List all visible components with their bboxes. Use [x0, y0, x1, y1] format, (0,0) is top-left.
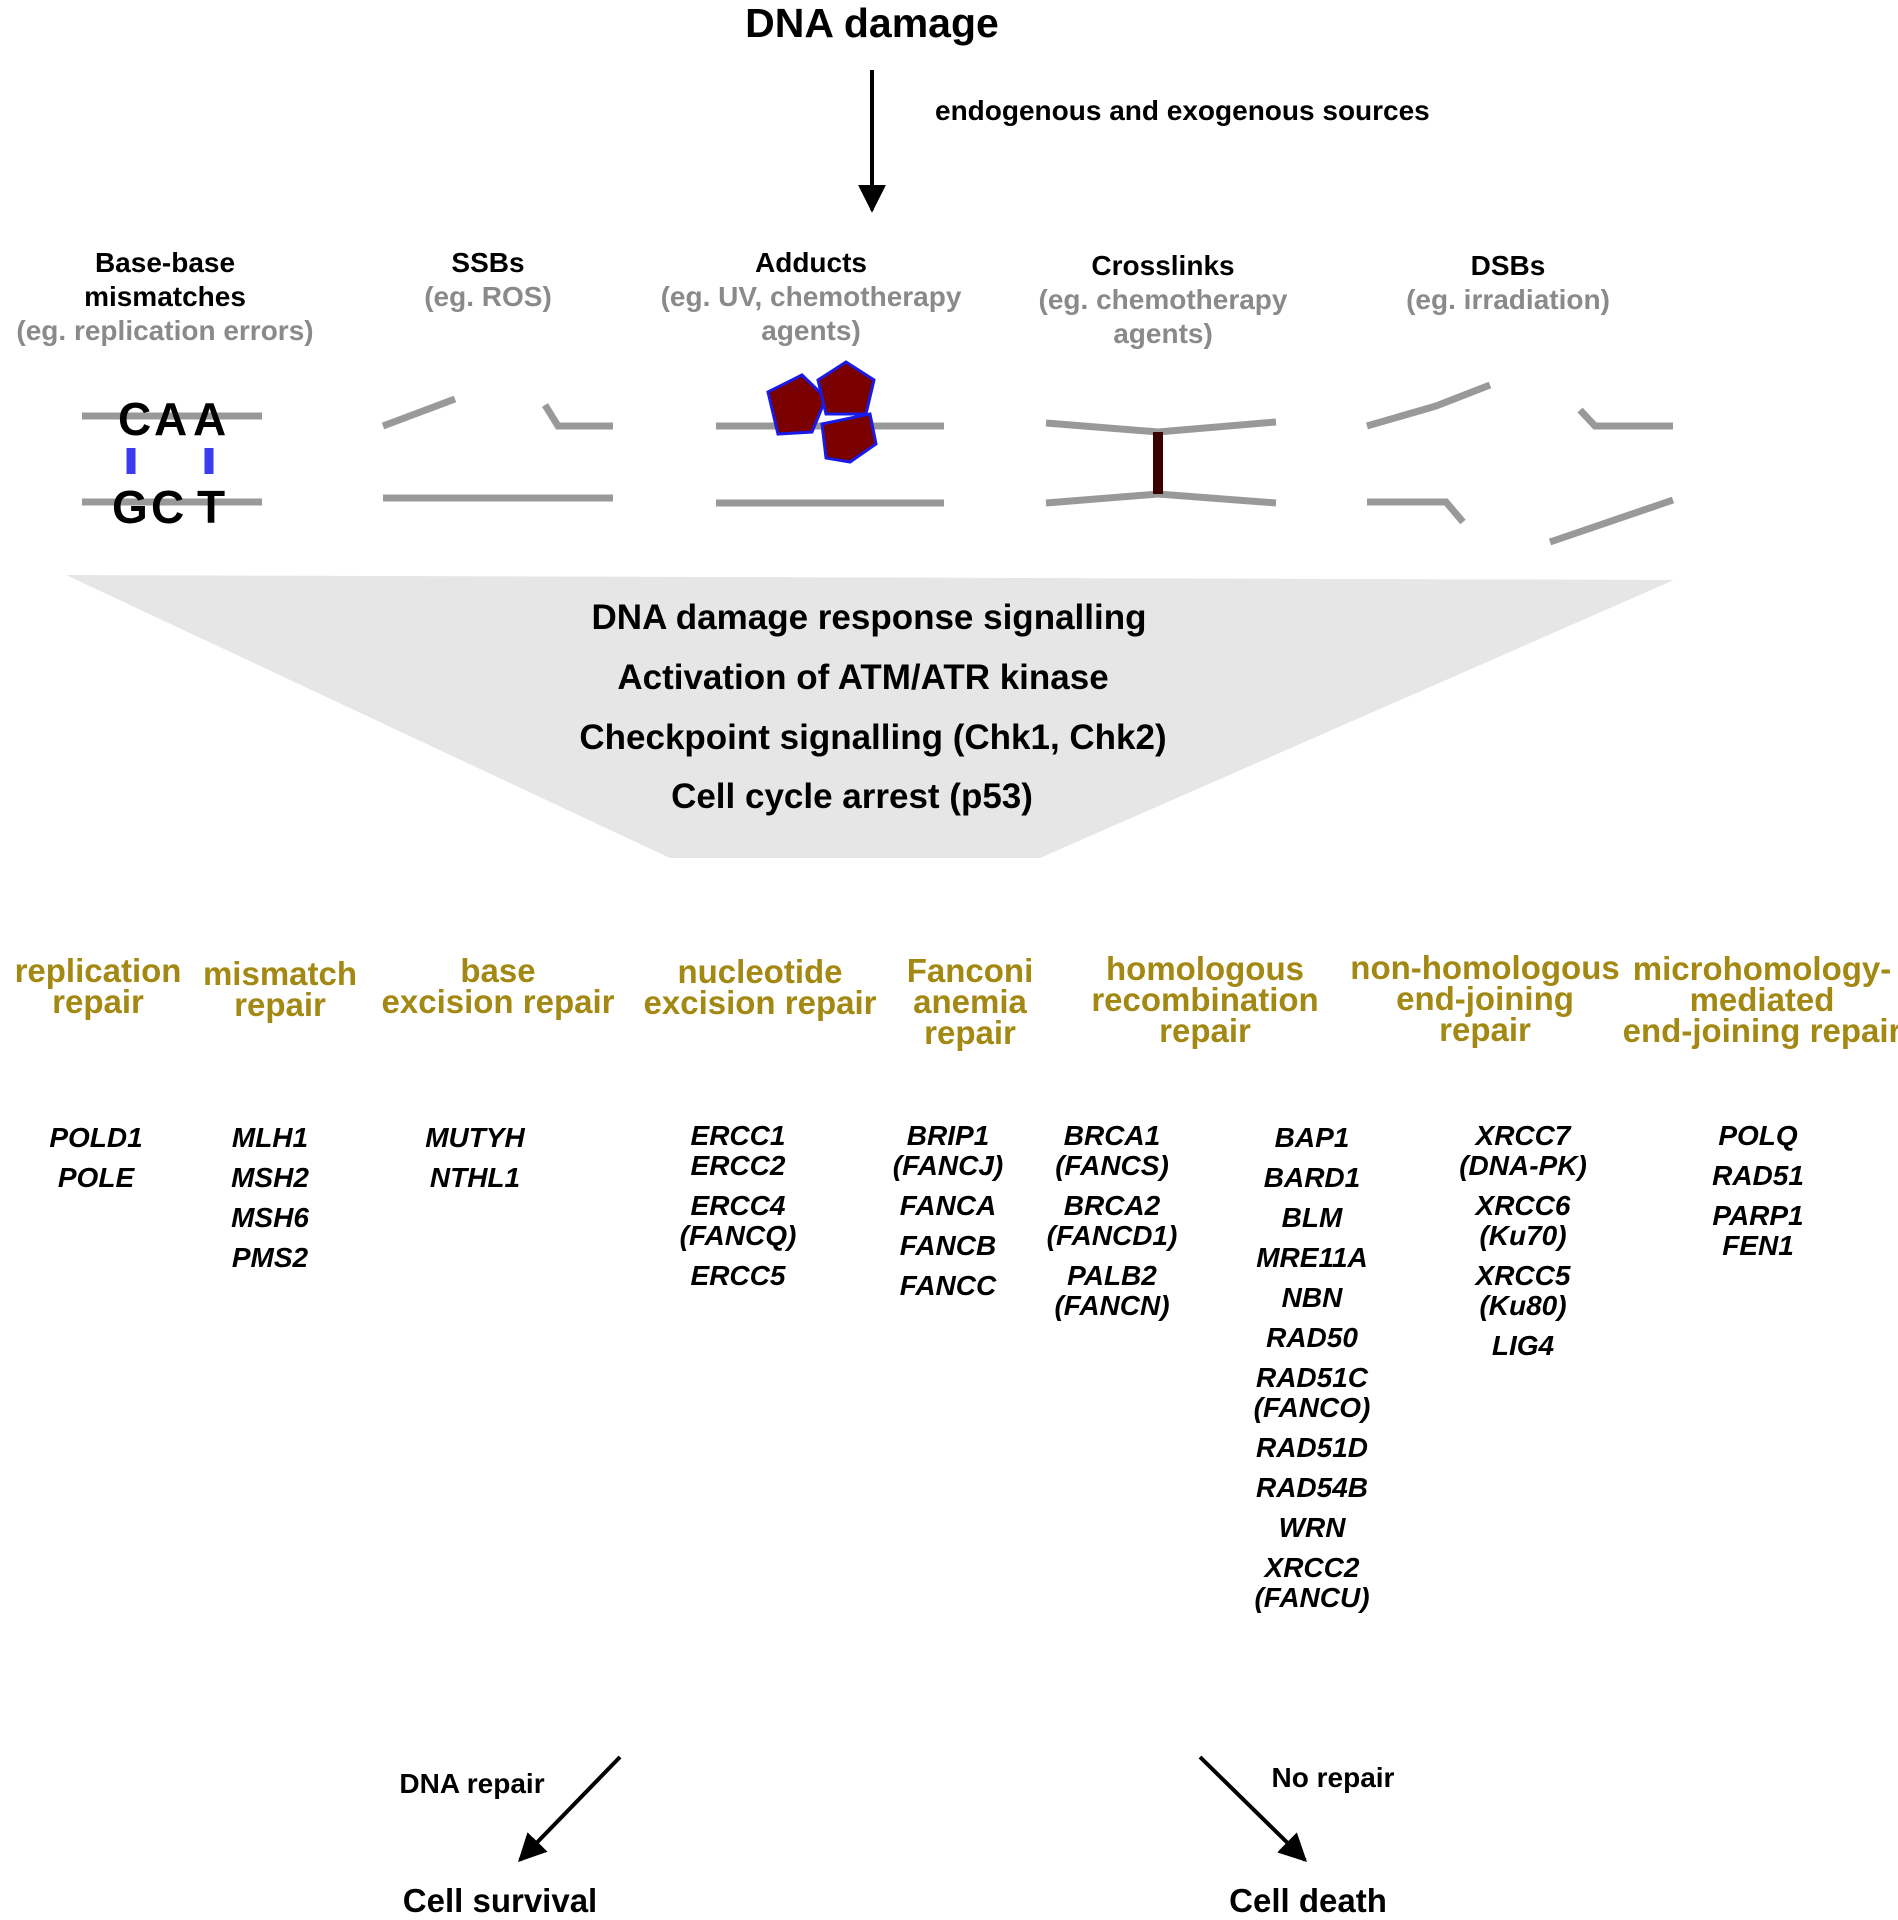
damage-type-ssb: SSBs (eg. ROS) — [424, 246, 552, 314]
gene-list-replication: POLD1 POLE — [49, 1122, 143, 1193]
response-line: Activation of ATM/ATR kinase — [617, 658, 1109, 697]
damage-title: Base-base — [94, 247, 236, 278]
damage-type-mismatch: Base-base mismatches (eg. replication er… — [16, 246, 313, 348]
gene-list-mmej: POLQ RAD51 PARP1 FEN1 — [1712, 1120, 1804, 1261]
base-letter: C — [151, 481, 185, 533]
ssb-strands — [381, 395, 613, 502]
damage-subtitle: agents) — [761, 315, 861, 346]
repair-arrow — [518, 1755, 622, 1863]
sources-label: endogenous and exogenous sources — [935, 95, 1430, 126]
cell-death-label: Cell death — [1229, 1882, 1387, 1919]
gene-list-hr-brca: BRCA1 (FANCS) BRCA2 (FANCD1) PALB2 (FANC… — [1046, 1120, 1178, 1321]
mismatch-strands — [82, 412, 262, 506]
damage-title: mismatches — [84, 281, 246, 312]
no-repair-label: No repair — [1271, 1762, 1395, 1793]
response-line: Checkpoint signalling (Chk1, Chk2) — [579, 718, 1167, 757]
damage-title: DSBs — [1470, 250, 1546, 281]
damage-subtitle: agents) — [1113, 318, 1213, 349]
damage-type-adducts: Adducts (eg. UV, chemotherapy agents) — [661, 246, 962, 348]
response-line: DNA damage response signalling — [591, 598, 1147, 637]
damage-subtitle: (eg. ROS) — [424, 281, 552, 312]
damage-title: Crosslinks — [1091, 250, 1235, 281]
damage-subtitle: (eg. UV, chemotherapy — [660, 281, 962, 312]
gene-list-fanconi: BRIP1 (FANCJ) FANCA FANCB FANCC — [892, 1120, 1004, 1301]
response-funnel — [66, 575, 1674, 858]
damage-title: Adducts — [755, 247, 867, 278]
base-letter: A — [154, 393, 188, 445]
dna-repair-label: DNA repair — [399, 1768, 545, 1799]
gene-list-hr: BAP1 BARD1 BLM MRE11A NBN RAD50 RAD51C (… — [1253, 1122, 1371, 1613]
damage-subtitle: (eg. irradiation) — [1406, 284, 1610, 315]
base-letter: G — [112, 481, 148, 533]
page-title: DNA damage — [745, 0, 999, 46]
base-letter: C — [118, 393, 152, 445]
gene-list-nucleotide-excision: ERCC1 ERCC2 ERCC4 (FANCQ) ERCC5 — [679, 1120, 797, 1291]
damage-type-dsb: DSBs (eg. irradiation) — [1406, 249, 1610, 317]
norepair-arrow — [1198, 1755, 1307, 1862]
gene-list-mismatch: MLH1 MSH2 MSH6 PMS2 — [231, 1122, 309, 1273]
damage-title: SSBs — [451, 247, 525, 278]
base-letter: T — [197, 481, 226, 533]
dsb-strands — [1366, 381, 1675, 546]
damage-type-crosslinks: Crosslinks (eg. chemotherapy agents) — [1039, 249, 1288, 351]
gene-list-base-excision: MUTYH NTHL1 — [425, 1122, 525, 1193]
adduct-lesions — [766, 360, 878, 464]
gene-list-nhej: XRCC7 (DNA-PK) XRCC6 (Ku70) XRCC5 (Ku80)… — [1459, 1120, 1587, 1361]
cell-survival-label: Cell survival — [402, 1882, 598, 1919]
damage-subtitle: (eg. replication errors) — [16, 315, 314, 346]
base-letter: A — [193, 393, 227, 445]
response-line: Cell cycle arrest (p53) — [671, 777, 1033, 816]
damage-subtitle: (eg. chemotherapy — [1038, 284, 1288, 315]
